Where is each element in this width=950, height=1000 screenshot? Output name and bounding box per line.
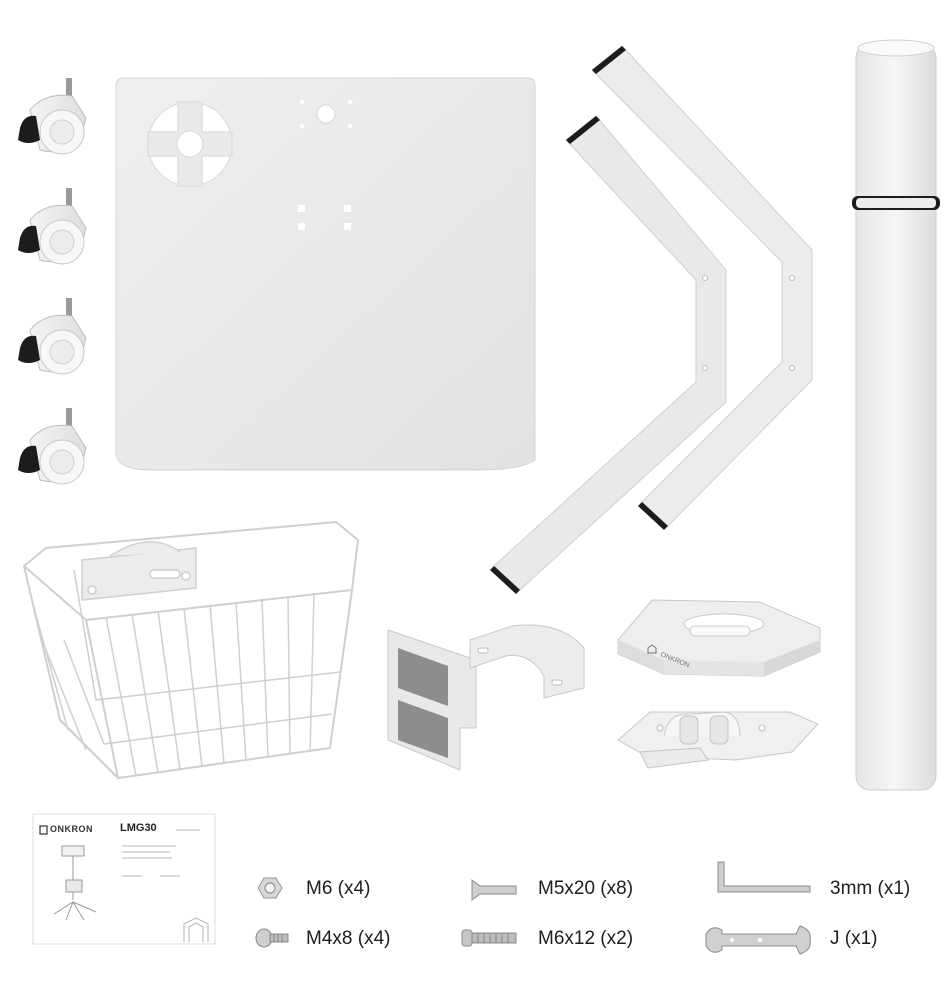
base-plate — [115, 77, 536, 471]
u-clamp — [469, 624, 585, 699]
hardware-label-allen-key: 3mm (x1) — [830, 878, 911, 899]
hardware-label-wrench: J (x1) — [830, 928, 878, 949]
lower-mount-plate — [617, 711, 819, 769]
caster-wheel — [18, 408, 87, 485]
bolt-icon — [461, 929, 517, 947]
mount-plate-bracket — [387, 629, 477, 771]
column-pole — [852, 39, 940, 791]
caster-wheel — [18, 188, 87, 265]
base-leg — [591, 45, 813, 530]
hardware-label-m5x20: M5x20 (x8) — [538, 878, 634, 899]
caster-wheel — [18, 298, 87, 375]
wrench-icon — [705, 925, 811, 955]
hardware-label-m4x8: M4x8 (x4) — [306, 928, 391, 949]
basket-mount-bracket — [81, 541, 197, 601]
nut-icon — [257, 877, 283, 899]
hardware-label-m6: M6 (x4) — [306, 878, 371, 899]
manual-corner-logo-icon — [183, 917, 209, 942]
onkron-logo-icon — [647, 644, 657, 654]
short-screw-icon — [255, 928, 289, 948]
instruction-manual — [32, 813, 216, 945]
base-leg — [490, 115, 727, 594]
manual-brand: ONKRON — [50, 824, 93, 834]
flat-head-screw-icon — [471, 879, 517, 901]
head-mount-bracket — [617, 599, 821, 677]
caster-wheel — [18, 78, 87, 155]
allen-key-icon — [717, 861, 811, 893]
wire-basket — [22, 520, 360, 780]
hardware-label-m6x12: M6x12 (x2) — [538, 928, 634, 949]
manual-model: LMG30 — [120, 822, 157, 834]
